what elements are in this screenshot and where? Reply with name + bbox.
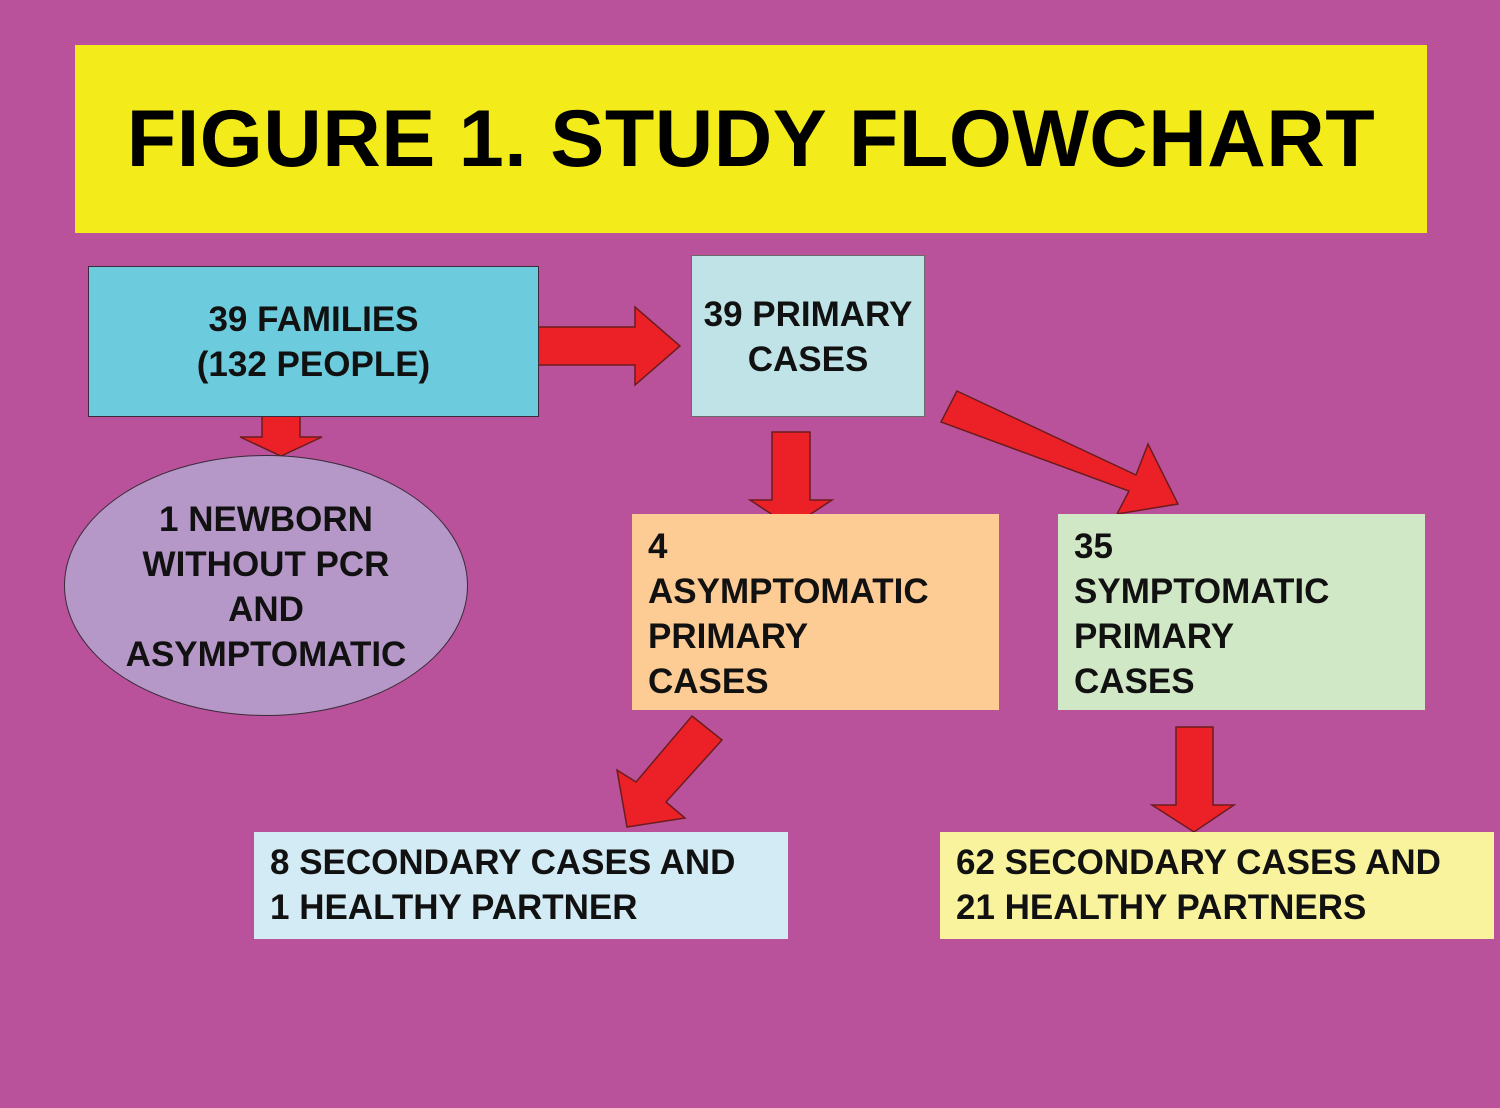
node-families-line-2: (132 PEOPLE) bbox=[196, 345, 431, 384]
node-primary-line-1: 39 PRIMARY bbox=[703, 295, 913, 334]
node-primary-cases: 39 PRIMARY CASES bbox=[691, 255, 925, 417]
figure-title: FIGURE 1. STUDY FLOWCHART bbox=[126, 93, 1376, 184]
node-asym-line-4: CASES bbox=[648, 662, 769, 701]
node-sym-line-1: 35 bbox=[1074, 527, 1113, 566]
node-secondary-right-line-2: 21 HEALTHY PARTNERS bbox=[956, 888, 1367, 927]
node-families-line-1: 39 FAMILIES bbox=[208, 300, 419, 339]
arrow-asymptomatic-to-secondary bbox=[615, 714, 724, 828]
node-asym-line-3: PRIMARY bbox=[648, 617, 809, 656]
node-newborn-line-1: 1 NEWBORN bbox=[159, 500, 373, 539]
node-secondary-left: 8 SECONDARY CASES AND 1 HEALTHY PARTNER bbox=[254, 832, 788, 939]
node-sym-line-3: PRIMARY bbox=[1074, 617, 1235, 656]
node-secondary-right: 62 SECONDARY CASES AND 21 HEALTHY PARTNE… bbox=[940, 832, 1494, 939]
node-secondary-left-line-1: 8 SECONDARY CASES AND bbox=[270, 843, 736, 882]
title-banner: FIGURE 1. STUDY FLOWCHART bbox=[75, 45, 1427, 233]
node-secondary-right-line-1: 62 SECONDARY CASES AND bbox=[956, 843, 1441, 882]
node-secondary-left-line-2: 1 HEALTHY PARTNER bbox=[270, 888, 638, 927]
node-symptomatic-primary: 35 SYMPTOMATIC PRIMARY CASES bbox=[1058, 514, 1425, 710]
node-primary-line-2: CASES bbox=[747, 340, 869, 379]
node-newborn-line-4: ASYMPTOMATIC bbox=[125, 635, 407, 674]
arrow-symptomatic-to-secondary bbox=[1149, 726, 1237, 833]
node-newborn-line-2: WITHOUT PCR bbox=[142, 545, 390, 584]
node-newborn: 1 NEWBORN WITHOUT PCR AND ASYMPTOMATIC bbox=[64, 455, 468, 716]
node-newborn-line-3: AND bbox=[228, 590, 304, 629]
node-asymptomatic-primary: 4 ASYMPTOMATIC PRIMARY CASES bbox=[632, 514, 999, 710]
node-sym-line-4: CASES bbox=[1074, 662, 1195, 701]
arrow-primary-to-symptomatic bbox=[939, 390, 1180, 515]
node-asym-line-1: 4 bbox=[648, 527, 668, 566]
arrow-primary-to-asymptomatic bbox=[747, 431, 835, 528]
node-families: 39 FAMILIES (132 PEOPLE) bbox=[88, 266, 539, 417]
node-sym-line-2: SYMPTOMATIC bbox=[1074, 572, 1330, 611]
node-asym-line-2: ASYMPTOMATIC bbox=[648, 572, 929, 611]
